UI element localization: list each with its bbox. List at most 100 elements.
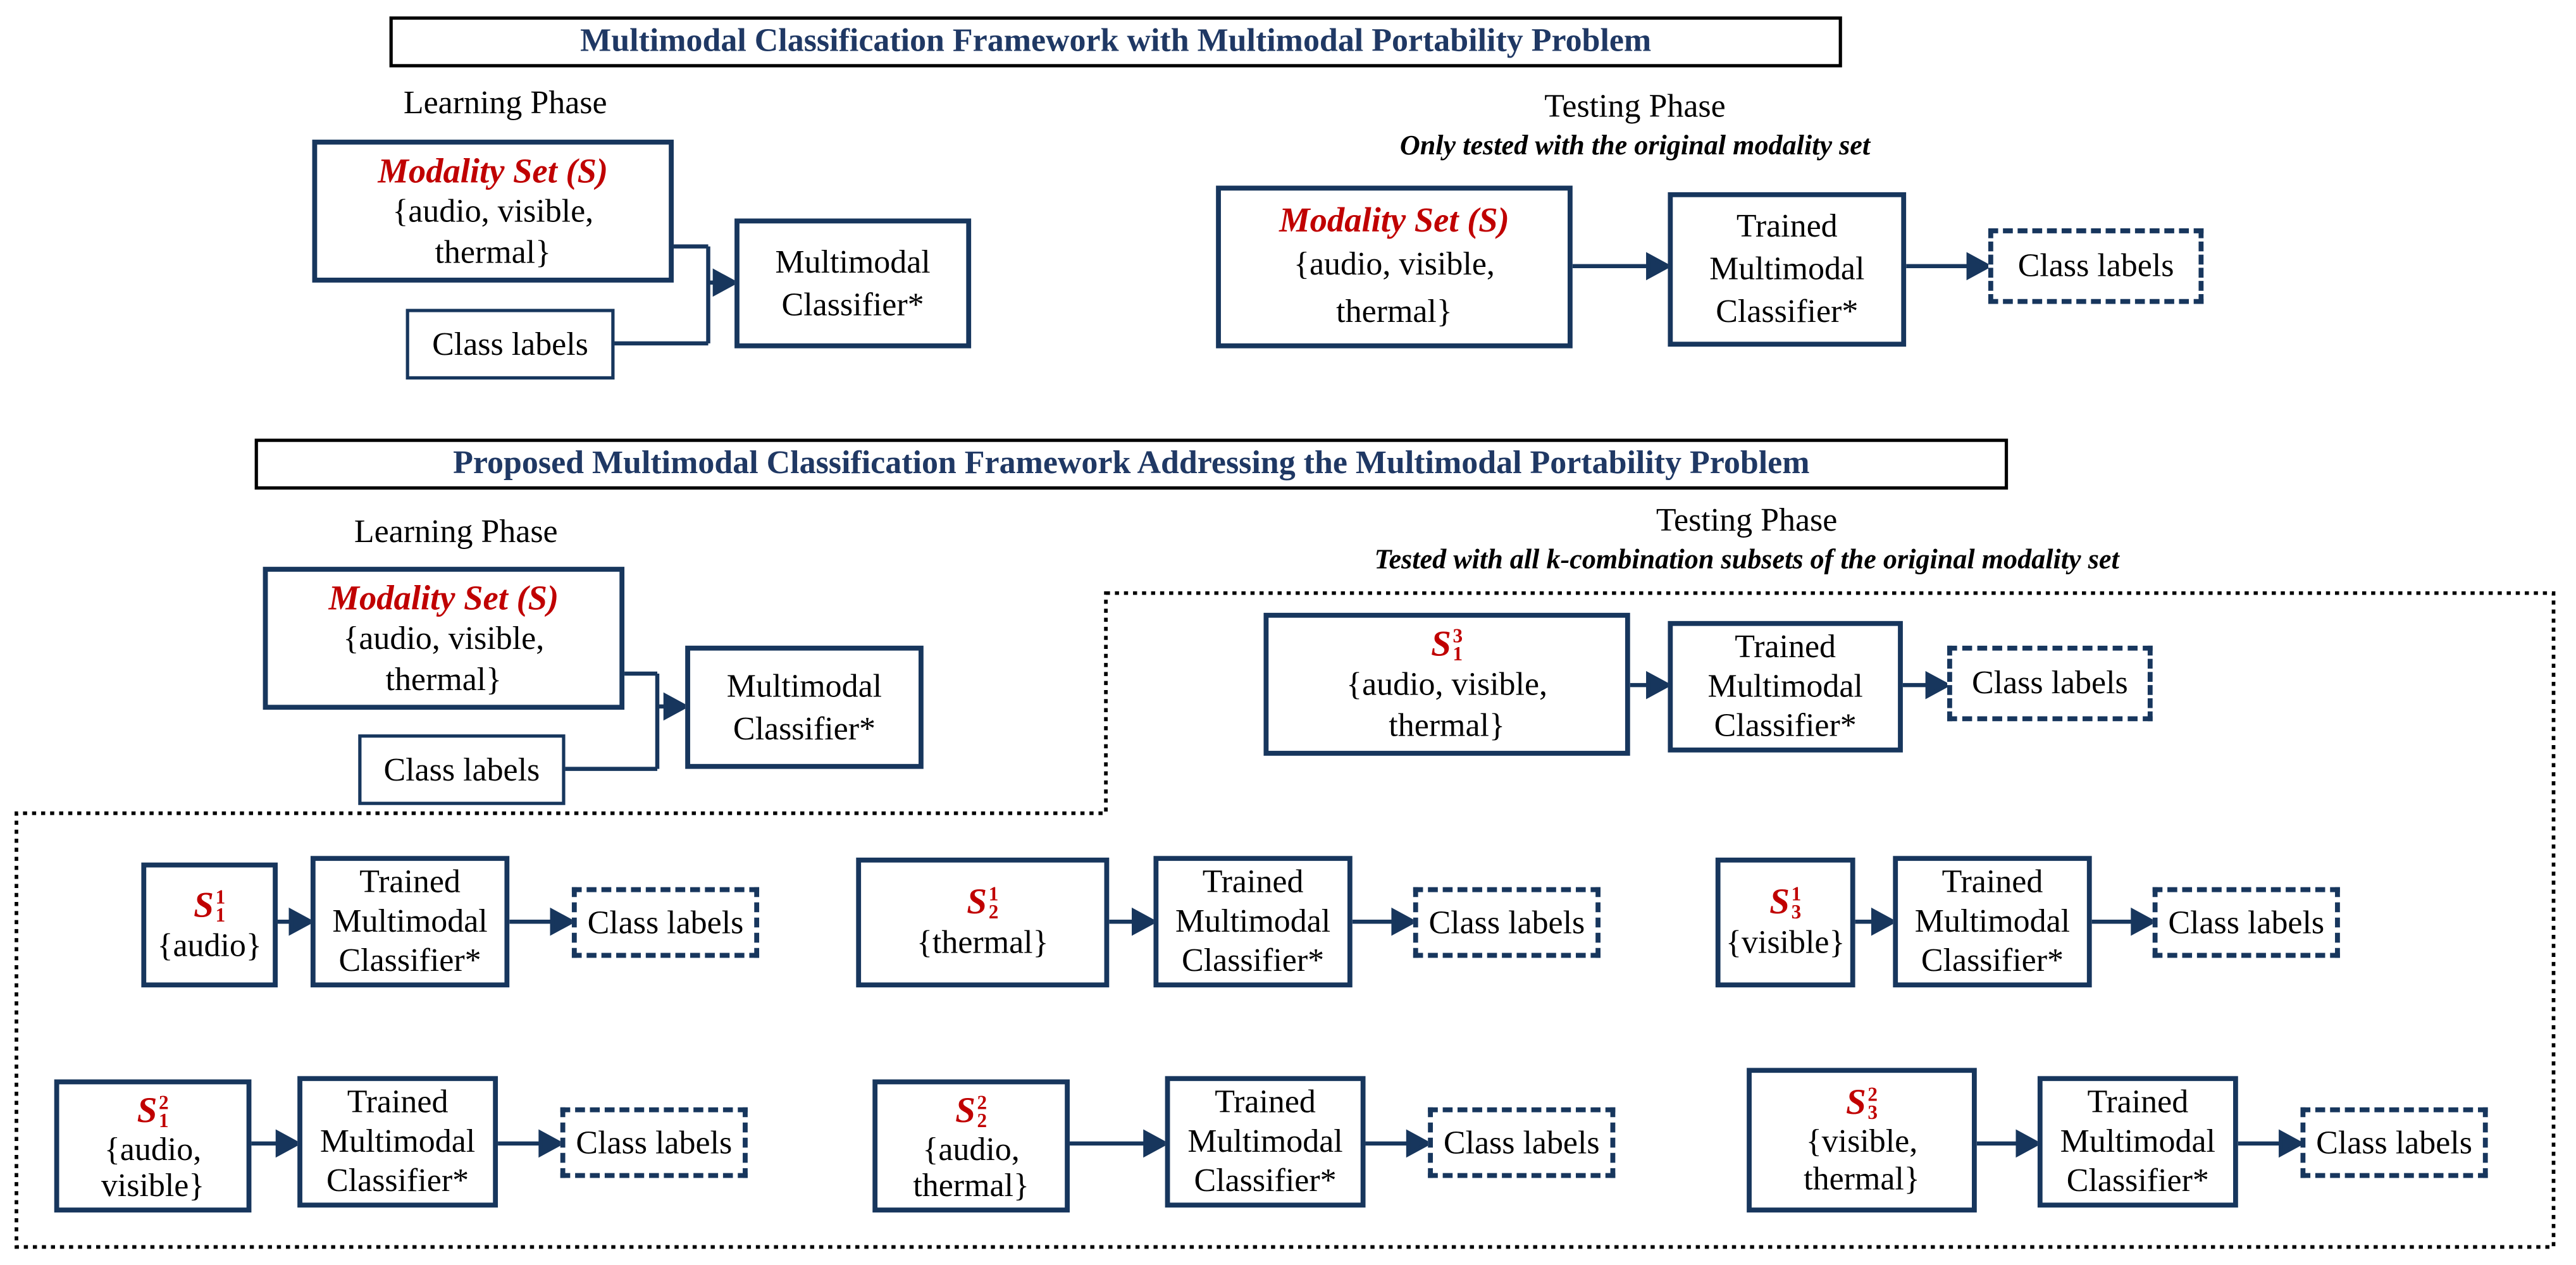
modality-set-line2: thermal} xyxy=(385,661,502,698)
superscript: 3 xyxy=(1452,623,1463,647)
superscript: 2 xyxy=(977,1090,988,1113)
subset-symbol: S 1 3 xyxy=(1769,880,1801,923)
subset-symbol-indices: 2 1 xyxy=(158,1090,169,1132)
subset-symbol-indices: 2 2 xyxy=(977,1090,988,1132)
class-labels-text: Class labels xyxy=(2168,904,2325,941)
class-labels-text: Class labels xyxy=(1443,1124,1600,1161)
proposed-learning-phase-heading: Learning Phase xyxy=(354,514,558,551)
trained-classifier-box-s1-2: Trained Multimodal Classifier* xyxy=(297,1076,498,1208)
subset-line1: {visible} xyxy=(1725,925,1845,961)
proposed-learning-multimodal-classifier-box: Multimodal Classifier* xyxy=(685,645,924,769)
subset-box-s1-2: S 2 1 {audio, visible} xyxy=(54,1079,252,1213)
subset-line2: visible} xyxy=(101,1167,205,1204)
proposed-testing-phase-heading: Testing Phase xyxy=(1656,502,1838,539)
subset-line1: {audio} xyxy=(157,927,262,964)
class-labels-text: Class labels xyxy=(1972,665,2128,702)
classifier-line2: Multimodal xyxy=(1707,669,1863,705)
class-labels-output-box-s1-2: Class labels xyxy=(560,1107,748,1178)
subset-line1: {thermal} xyxy=(916,925,1049,961)
superscript: 1 xyxy=(988,882,999,906)
class-labels-text: Class labels xyxy=(1428,904,1585,941)
subset-symbol: S 2 3 xyxy=(1846,1081,1878,1124)
top-testing-phase-heading: Testing Phase xyxy=(1544,89,1726,125)
class-labels-output-box-s2-1: Class labels xyxy=(1413,887,1601,958)
subset-box-s1-1: S 1 1 {audio} xyxy=(141,862,278,988)
subset-line1: {visible, xyxy=(1805,1123,1918,1160)
subset-symbol-letter: S xyxy=(1769,880,1790,922)
subscript: 1 xyxy=(158,1108,169,1132)
subset-symbol-indices: 2 3 xyxy=(1867,1082,1878,1122)
subset-line1: {audio, visible, xyxy=(1346,666,1548,703)
class-labels-output-box-s3-1: Class labels xyxy=(2152,887,2340,958)
proposed-framework-title-text: Proposed Multimodal Classification Frame… xyxy=(453,445,1810,482)
modality-set-line2: thermal} xyxy=(435,234,552,271)
modality-set-line2: thermal} xyxy=(1336,293,1452,330)
classifier-line2: Multimodal xyxy=(1187,1123,1343,1160)
classifier-line1: Trained xyxy=(359,864,461,901)
top-framework-title-text: Multimodal Classification Framework with… xyxy=(580,23,1652,59)
subset-line1: {audio, xyxy=(104,1131,202,1168)
superscript: 2 xyxy=(158,1090,169,1113)
classifier-line3: Classifier* xyxy=(2066,1163,2209,1200)
subset-symbol-letter: S xyxy=(194,883,214,925)
top-framework-title: Multimodal Classification Framework with… xyxy=(389,16,1842,68)
trained-classifier-box-s1-1: Trained Multimodal Classifier* xyxy=(310,856,510,988)
classifier-line2: Multimodal xyxy=(1175,903,1331,940)
class-labels-text: Class labels xyxy=(576,1124,733,1161)
classifier-line2: Multimodal xyxy=(319,1123,476,1160)
subset-symbol-letter: S xyxy=(1845,1081,1866,1123)
modality-set-line1: {audio, visible, xyxy=(1294,245,1495,282)
top-testing-trained-classifier-box: Trained Multimodal Classifier* xyxy=(1668,192,1907,347)
top-testing-modality-set-box: Modality Set (S) {audio, visible, therma… xyxy=(1216,185,1573,349)
subset-symbol: S 1 2 xyxy=(967,880,998,923)
modality-set-title: Modality Set (S) xyxy=(1279,199,1509,239)
subscript: 2 xyxy=(977,1108,988,1132)
classifier-line1: Trained xyxy=(2087,1084,2189,1121)
subset-symbol-letter: S xyxy=(967,880,988,922)
top-testing-phase-subheading: Only tested with the original modality s… xyxy=(1399,130,1871,161)
modality-set-title: Modality Set (S) xyxy=(378,150,609,190)
subset-line2: thermal} xyxy=(913,1167,1029,1204)
subscript: 3 xyxy=(1791,900,1802,923)
classifier-line3: Classifier* xyxy=(1716,293,1859,331)
top-learning-phase-heading: Learning Phase xyxy=(403,85,607,122)
classifier-line2: Multimodal xyxy=(1709,251,1865,288)
subset-box-s1-3: S 3 1 {audio, visible, thermal} xyxy=(1263,612,1630,756)
classifier-line3: Classifier* xyxy=(1182,942,1325,980)
modality-set-title: Modality Set (S) xyxy=(328,577,559,617)
superscript: 1 xyxy=(1791,882,1802,906)
classifier-line1: Trained xyxy=(1941,864,2043,901)
classifier-line1: Trained xyxy=(1202,864,1304,901)
subset-line2: thermal} xyxy=(1389,707,1505,744)
classifier-line2: Multimodal xyxy=(332,903,488,940)
modality-set-line1: {audio, visible, xyxy=(343,620,545,657)
subset-symbol-letter: S xyxy=(1431,622,1451,663)
subset-symbol-indices: 1 1 xyxy=(216,886,226,924)
subset-symbol: S 3 1 xyxy=(1431,622,1463,665)
top-learning-class-labels-box: Class labels xyxy=(406,309,615,380)
class-labels-output-box-s1-3: Class labels xyxy=(1947,645,2153,722)
subset-symbol-indices: 3 1 xyxy=(1452,623,1463,665)
subset-symbol: S 1 1 xyxy=(194,883,225,926)
proposed-testing-phase-subheading: Tested with all k-combination subsets of… xyxy=(1374,543,2119,576)
classifier-line2: Classifier* xyxy=(733,710,876,747)
subscript: 1 xyxy=(1452,641,1463,665)
trained-classifier-box-s1-3: Trained Multimodal Classifier* xyxy=(1668,620,1903,753)
classifier-line3: Classifier* xyxy=(1714,708,1857,744)
class-labels-text: Class labels xyxy=(2316,1124,2472,1161)
subset-symbol: S 2 1 xyxy=(137,1089,169,1132)
class-labels-text: Class labels xyxy=(432,326,588,362)
subset-line1: {audio, xyxy=(922,1131,1020,1168)
classifier-line1: Trained xyxy=(1215,1084,1316,1121)
trained-classifier-box-s3-2: Trained Multimodal Classifier* xyxy=(2037,1076,2238,1208)
trained-classifier-box-s2-1: Trained Multimodal Classifier* xyxy=(1153,856,1353,988)
classifier-line3: Classifier* xyxy=(1194,1163,1337,1200)
classifier-line1: Trained xyxy=(347,1084,449,1121)
subset-box-s2-1: S 1 2 {thermal} xyxy=(856,857,1110,988)
superscript: 2 xyxy=(1867,1082,1878,1106)
trained-classifier-box-s2-2: Trained Multimodal Classifier* xyxy=(1165,1076,1366,1208)
classifier-line2: Multimodal xyxy=(1914,903,2071,940)
modality-set-line1: {audio, visible, xyxy=(392,193,594,230)
